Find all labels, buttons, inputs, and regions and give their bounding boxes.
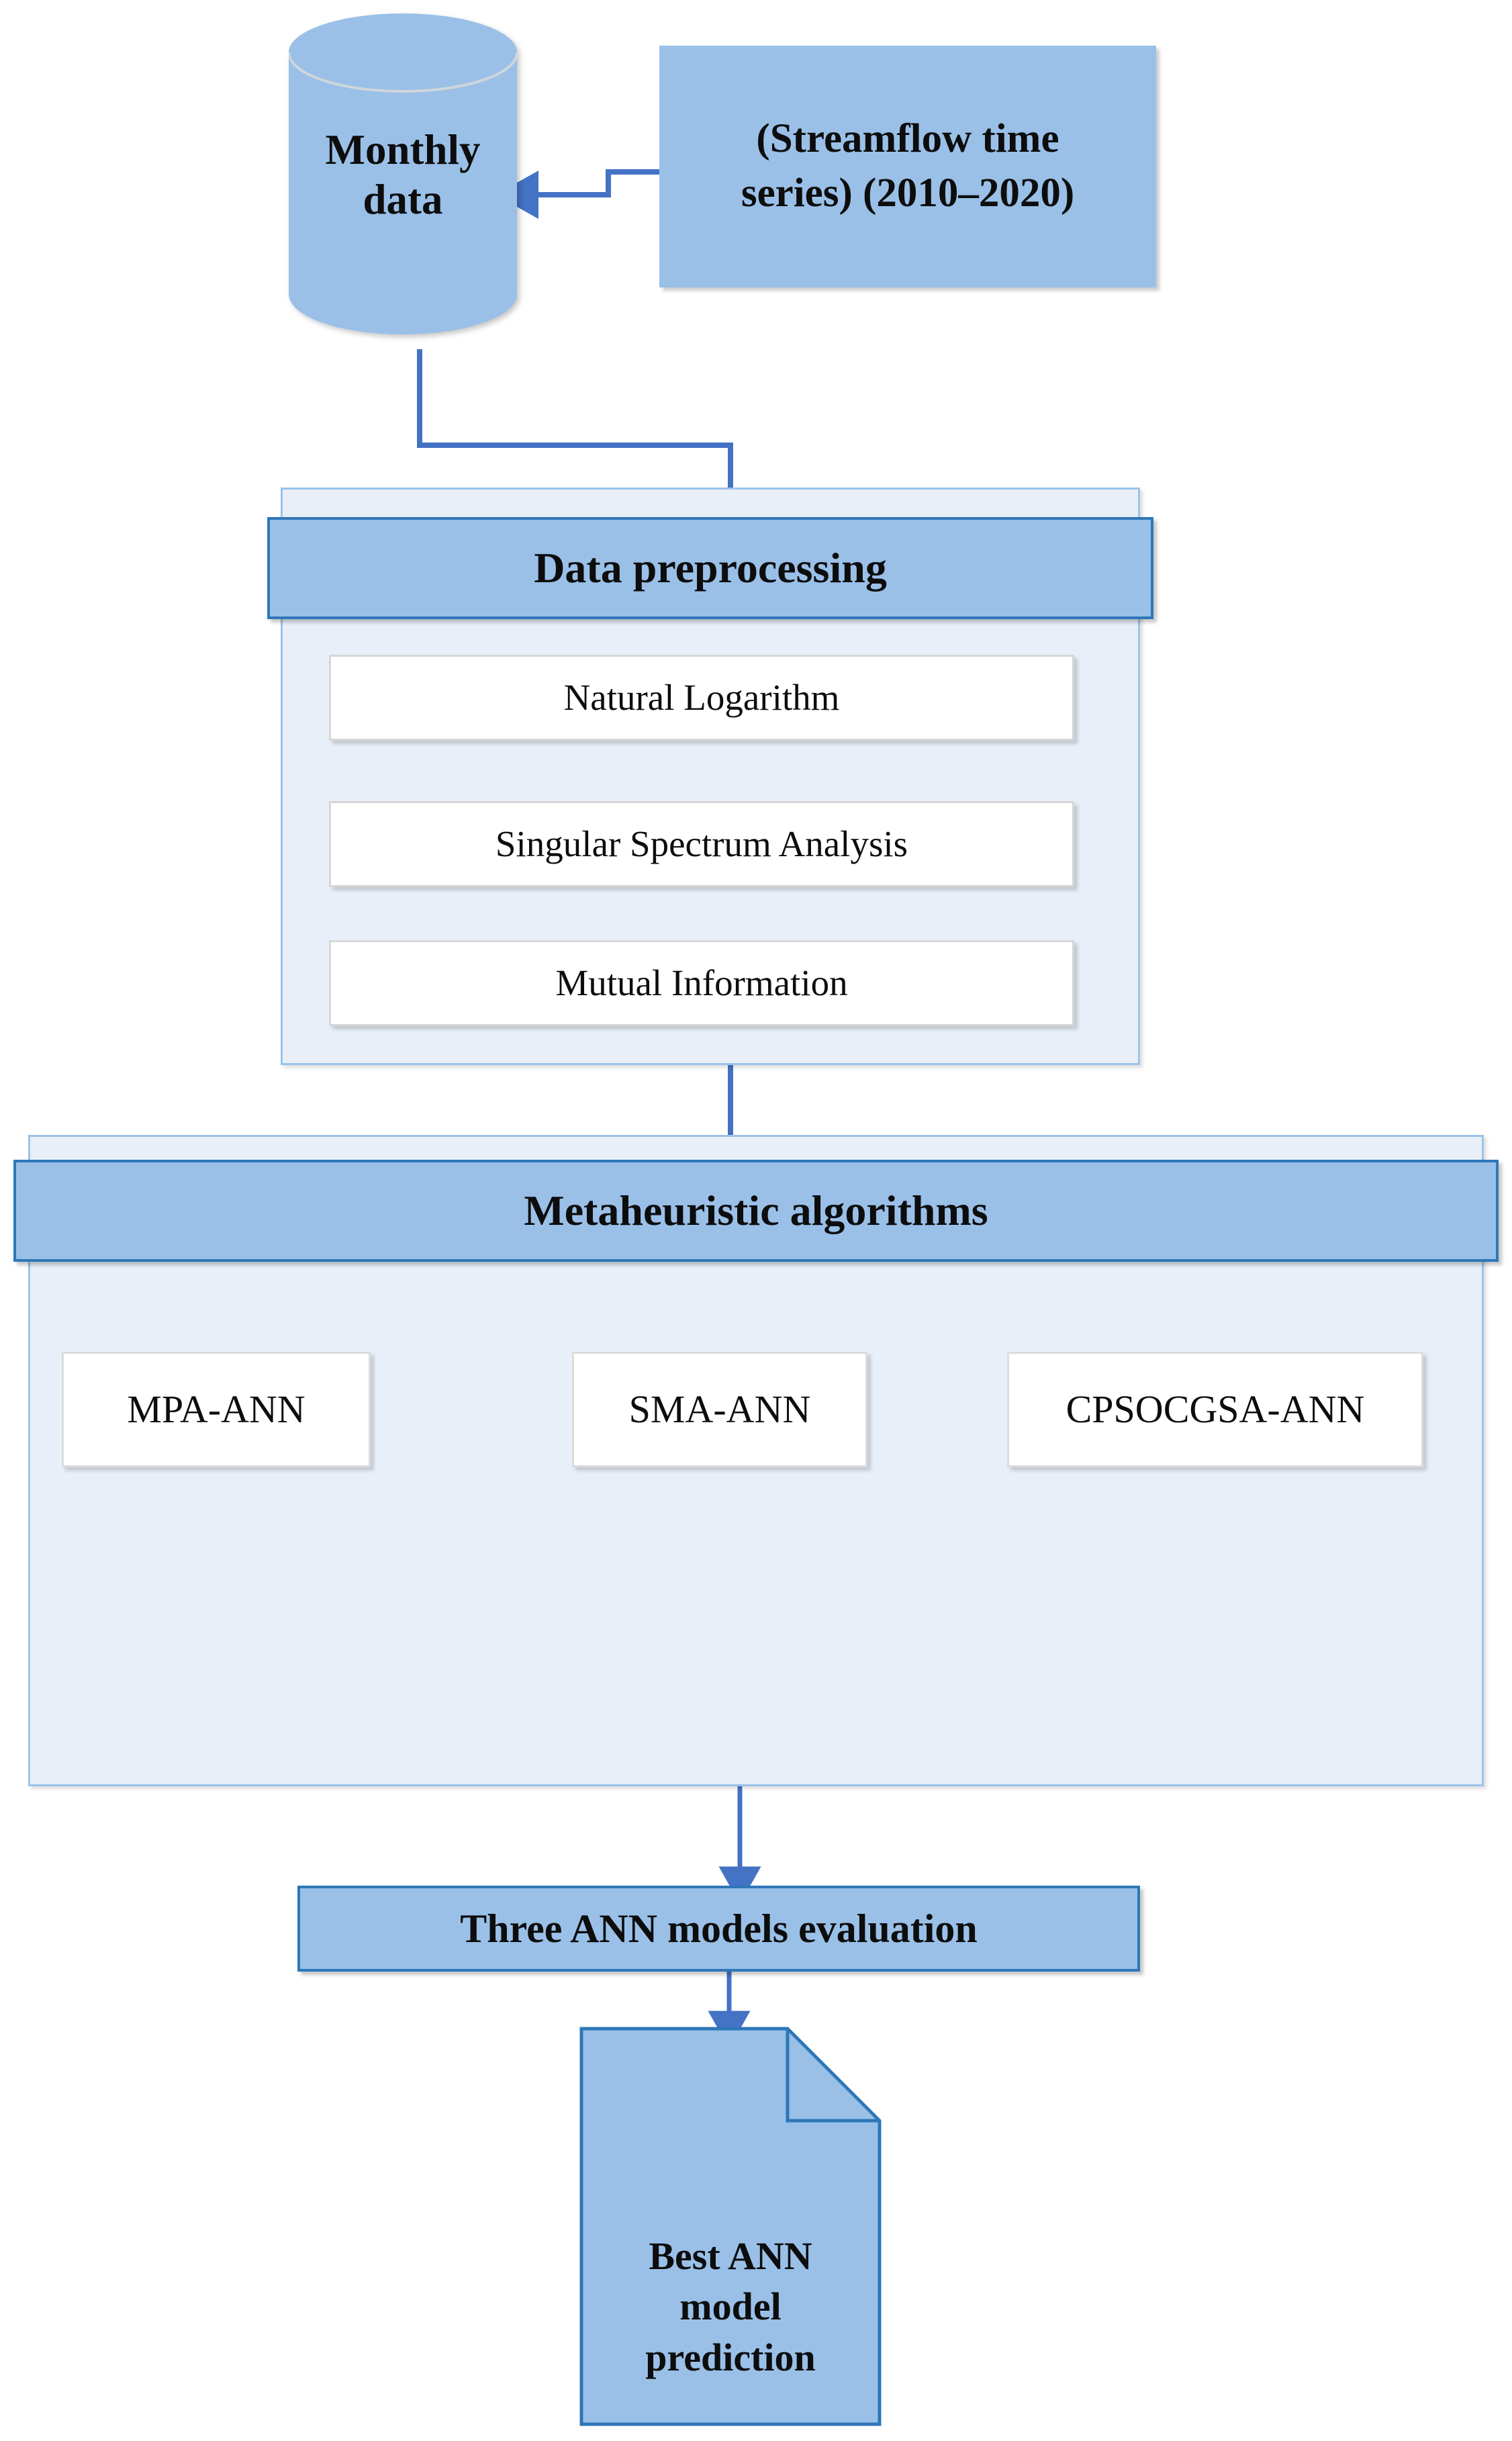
step-natural-logarithm-label: Natural Logarithm bbox=[563, 676, 840, 718]
model-mpa-ann[interactable]: MPA-ANN bbox=[62, 1352, 371, 1467]
step-natural-logarithm[interactable]: Natural Logarithm bbox=[329, 655, 1074, 741]
connector-input-to-database bbox=[495, 169, 659, 219]
step-singular-spectrum-analysis-label: Singular Spectrum Analysis bbox=[495, 823, 908, 864]
output-document-icon bbox=[579, 2027, 882, 2426]
model-sma-ann[interactable]: SMA-ANN bbox=[572, 1352, 867, 1467]
preprocessing-header-label: Data preprocessing bbox=[534, 544, 887, 592]
model-cpsocgsa-ann-label: CPSOCGSA-ANN bbox=[1066, 1387, 1365, 1431]
database-label-line1: Monthly bbox=[325, 126, 481, 173]
step-mutual-information-label: Mutual Information bbox=[555, 962, 848, 1003]
preprocessing-header: Data preprocessing bbox=[267, 517, 1153, 619]
input-label-line1: (Streamflow time bbox=[756, 116, 1059, 162]
output-label-line3: prediction bbox=[645, 2335, 816, 2379]
metaheuristic-header: Metaheuristic algorithms bbox=[13, 1160, 1499, 1262]
database-cylinder-icon bbox=[289, 12, 517, 334]
input-data-box bbox=[659, 46, 1156, 287]
evaluation-box-label: Three ANN models evaluation bbox=[460, 1906, 978, 1951]
connector-database-to-preprocessing bbox=[417, 349, 755, 540]
step-mutual-information[interactable]: Mutual Information bbox=[329, 940, 1074, 1026]
database-label: Monthly data bbox=[289, 121, 517, 228]
output-label-line2: model bbox=[679, 2285, 782, 2329]
model-cpsocgsa-ann[interactable]: CPSOCGSA-ANN bbox=[1007, 1352, 1423, 1467]
input-data-label: (Streamflow time series) (2010–2020) bbox=[673, 46, 1143, 287]
model-sma-ann-label: SMA-ANN bbox=[628, 1387, 811, 1431]
output-document-label: Best ANN model prediction bbox=[579, 2209, 882, 2404]
model-mpa-ann-label: MPA-ANN bbox=[127, 1387, 305, 1431]
evaluation-box[interactable]: Three ANN models evaluation bbox=[297, 1886, 1140, 1972]
input-label-line2: series) (2010–2020) bbox=[741, 171, 1075, 216]
output-label-line1: Best ANN bbox=[649, 2233, 812, 2278]
metaheuristic-header-label: Metaheuristic algorithms bbox=[524, 1187, 988, 1235]
database-label-line2: data bbox=[363, 176, 443, 223]
step-singular-spectrum-analysis[interactable]: Singular Spectrum Analysis bbox=[329, 801, 1074, 887]
